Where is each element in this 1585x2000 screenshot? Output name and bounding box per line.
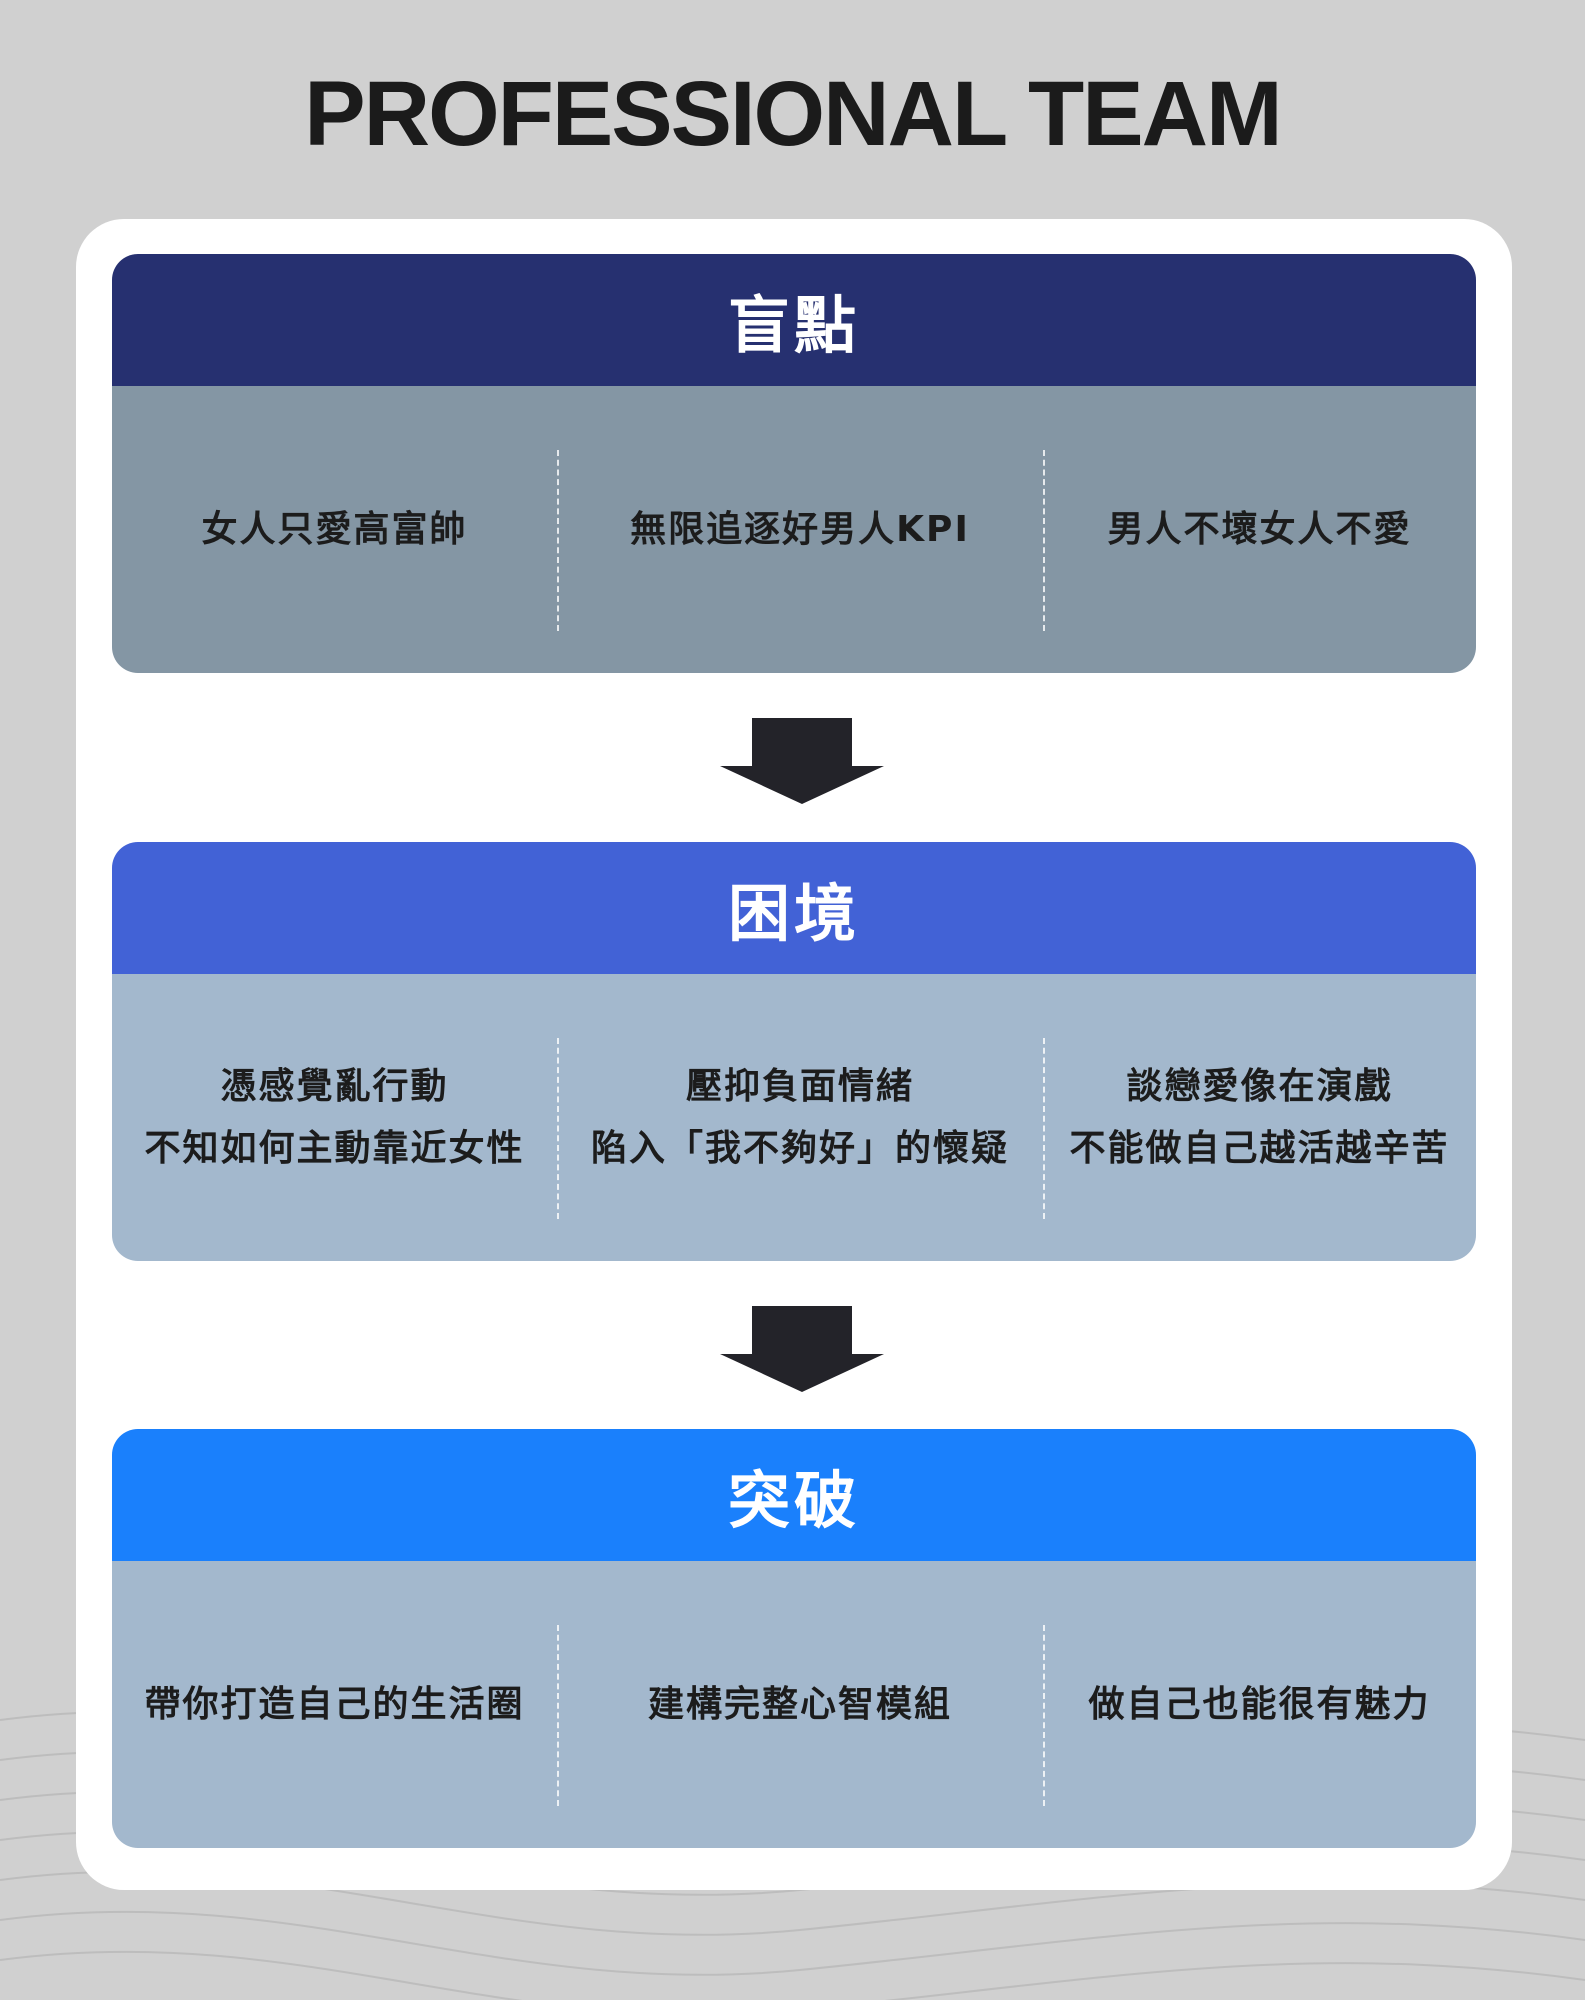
item: 做自己也能很有魅力 bbox=[1043, 1561, 1476, 1848]
item: 無限追逐好男人KPI bbox=[557, 386, 1043, 673]
item: 談戀愛像在演戲不能做自己越活越辛苦 bbox=[1043, 974, 1476, 1261]
item-text: 無限追逐好男人KPI bbox=[630, 508, 970, 550]
down-arrow-icon bbox=[720, 718, 884, 804]
divider bbox=[557, 450, 559, 631]
item-text: 不能做自己越活越辛苦 bbox=[1069, 1127, 1450, 1169]
section-body: 女人只愛高富帥 無限追逐好男人KPI 男人不壞女人不愛 bbox=[112, 386, 1476, 673]
item: 憑感覺亂行動不知如何主動靠近女性 bbox=[112, 974, 557, 1261]
item-text: 憑感覺亂行動 bbox=[220, 1065, 449, 1107]
section-dilemma: 困境 憑感覺亂行動不知如何主動靠近女性 壓抑負面情緒陷入「我不夠好」的懷疑 談戀… bbox=[112, 842, 1476, 1261]
item-text: 壓抑負面情緒 bbox=[685, 1065, 914, 1107]
item-text: 建構完整心智模組 bbox=[647, 1683, 952, 1725]
divider bbox=[1043, 1625, 1045, 1806]
section-blind-spot: 盲點 女人只愛高富帥 無限追逐好男人KPI 男人不壞女人不愛 bbox=[112, 254, 1476, 673]
down-arrow-icon bbox=[720, 1306, 884, 1392]
item-text: 女人只愛高富帥 bbox=[201, 508, 468, 550]
item: 壓抑負面情緒陷入「我不夠好」的懷疑 bbox=[557, 974, 1043, 1261]
item: 男人不壞女人不愛 bbox=[1043, 386, 1476, 673]
divider bbox=[557, 1038, 559, 1219]
section-heading: 突破 bbox=[112, 1429, 1476, 1561]
item: 女人只愛高富帥 bbox=[112, 386, 557, 673]
page-title: PROFESSIONAL TEAM bbox=[304, 63, 1282, 165]
divider bbox=[557, 1625, 559, 1806]
divider bbox=[1043, 1038, 1045, 1219]
section-body: 憑感覺亂行動不知如何主動靠近女性 壓抑負面情緒陷入「我不夠好」的懷疑 談戀愛像在… bbox=[112, 974, 1476, 1261]
item-text: 談戀愛像在演戲 bbox=[1126, 1065, 1393, 1107]
section-heading: 盲點 bbox=[112, 254, 1476, 386]
section-body: 帶你打造自己的生活圈 建構完整心智模組 做自己也能很有魅力 bbox=[112, 1561, 1476, 1848]
item-text: 做自己也能很有魅力 bbox=[1088, 1683, 1431, 1725]
divider bbox=[1043, 450, 1045, 631]
item: 建構完整心智模組 bbox=[557, 1561, 1043, 1848]
section-breakthrough: 突破 帶你打造自己的生活圈 建構完整心智模組 做自己也能很有魅力 bbox=[112, 1429, 1476, 1848]
item-text: 陷入「我不夠好」的懷疑 bbox=[590, 1127, 1009, 1169]
item-text: 男人不壞女人不愛 bbox=[1107, 508, 1412, 550]
item-text: 不知如何主動靠近女性 bbox=[144, 1127, 525, 1169]
section-heading: 困境 bbox=[112, 842, 1476, 974]
item: 帶你打造自己的生活圈 bbox=[112, 1561, 557, 1848]
item-text: 帶你打造自己的生活圈 bbox=[144, 1683, 525, 1725]
